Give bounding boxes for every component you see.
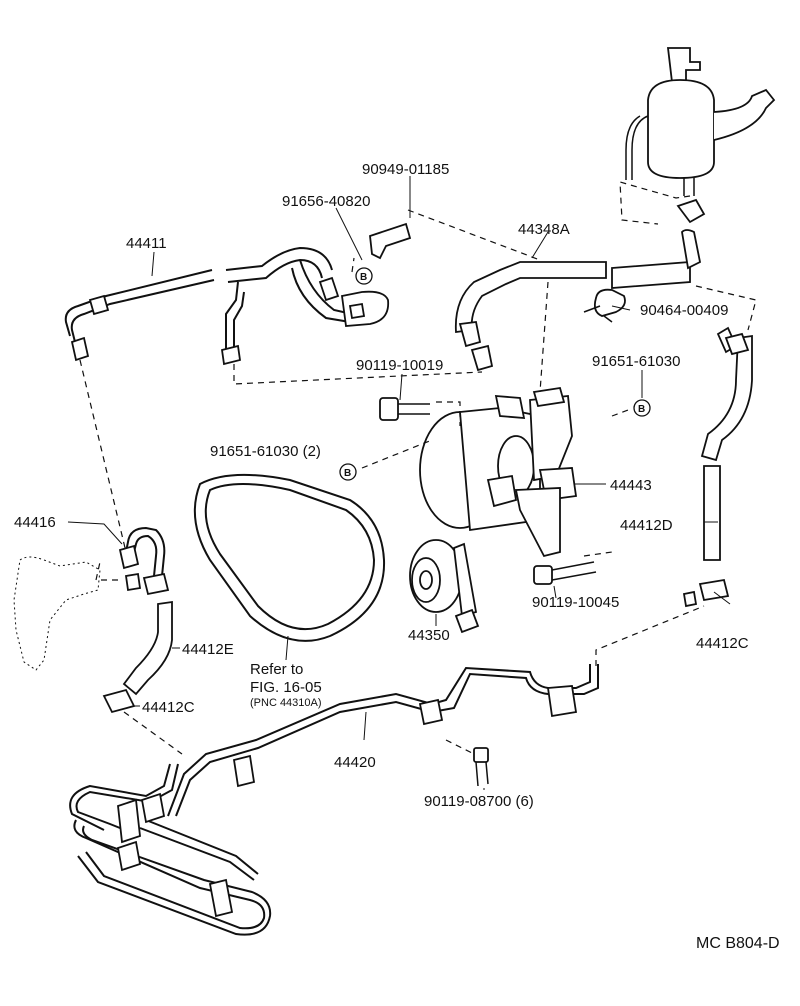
b-mark-2: B: [633, 399, 651, 417]
label-90119-10045: 90119-10045: [532, 594, 619, 611]
label-44411: 44411: [126, 235, 167, 252]
hose-44412e: [122, 600, 173, 696]
b-mark-1: B: [355, 267, 373, 285]
assembly-dashed-lines: [79, 181, 757, 755]
label-90119-10019: 90119-10019: [356, 357, 443, 374]
label-90119-08700: 90119-08700 (6): [424, 793, 534, 810]
svg-text:B: B: [638, 404, 645, 415]
label-90464-00409: 90464-00409: [640, 302, 728, 319]
reservoir-tank: [625, 47, 776, 196]
label-44412e: 44412E: [182, 641, 234, 658]
label-44412d: 44412D: [620, 517, 673, 534]
label-90949-01185: 90949-01185: [362, 161, 449, 178]
oil-cooler-tube: [69, 763, 272, 936]
pressure-tube-44420: [167, 664, 599, 817]
bolt-90119-10019: [379, 397, 430, 421]
label-91651-61030-2: 91651-61030 (2): [210, 443, 321, 460]
b-mark-3: B: [339, 463, 357, 481]
vane-pump-44443: [419, 386, 578, 558]
bolt-90119-08700: [473, 747, 489, 787]
label-44443: 44443: [610, 477, 652, 494]
hose-44411: [64, 269, 215, 362]
clamp-reservoir: [676, 198, 706, 224]
refer-note-line2: FIG. 16-05: [250, 679, 322, 696]
svg-text:B: B: [344, 468, 351, 479]
diagram-code: MC B804-D: [696, 935, 780, 952]
pipe-44416: [118, 526, 170, 596]
hose-44411-pipe: [220, 246, 390, 366]
svg-text:B: B: [360, 272, 367, 283]
leader-lines: [67, 176, 731, 790]
label-44348a: 44348A: [518, 221, 570, 238]
hose-44348a: [454, 229, 702, 372]
hose-44412d: [682, 326, 753, 608]
engine-block-outline: [13, 556, 101, 671]
idler-pulley-44350: [409, 539, 480, 634]
clamp-90464: [583, 288, 626, 323]
label-44350: 44350: [408, 627, 450, 644]
bolt-90119-10045: [533, 561, 597, 585]
label-44420: 44420: [334, 754, 376, 771]
label-44416: 44416: [14, 514, 56, 531]
label-44412c-left: 44412C: [142, 699, 195, 716]
label-91651-61030: 91651-61030: [592, 353, 680, 370]
bracket-90949: [369, 222, 412, 260]
clamp-44412c-left: [102, 688, 136, 714]
refer-note-line1: Refer to: [250, 661, 303, 678]
drive-belt: [193, 473, 386, 642]
refer-note-line3: (PNC 44310A): [250, 697, 322, 709]
label-44412c-right: 44412C: [696, 635, 749, 652]
label-91656-40820: 91656-40820: [282, 193, 370, 210]
